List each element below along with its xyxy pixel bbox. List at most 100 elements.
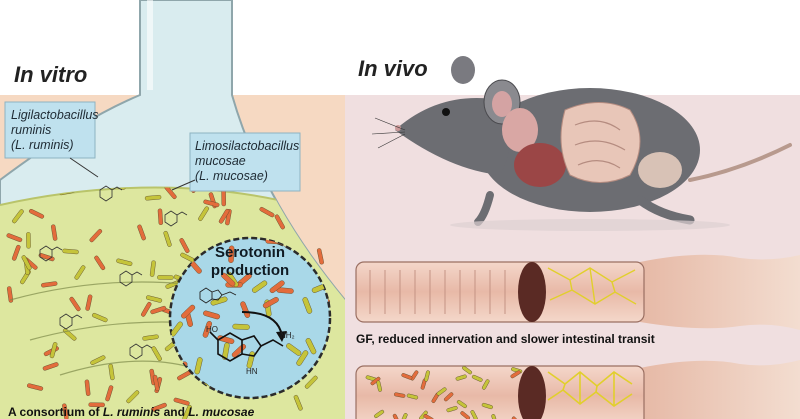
hn-label: HN bbox=[246, 367, 258, 376]
bacterium-rod bbox=[51, 224, 58, 241]
mucosae-label: Limosilactobacillus mucosae (L. mucosae) bbox=[171, 132, 301, 192]
flask-molecules bbox=[39, 185, 188, 360]
bacterium-rod bbox=[423, 414, 434, 419]
bacterium-rod bbox=[198, 206, 209, 221]
colonized-intestine-tube bbox=[355, 365, 645, 419]
ruminis-species: ruminis bbox=[11, 123, 51, 137]
mouse-lung bbox=[502, 108, 538, 152]
bacterium-rod bbox=[41, 281, 58, 288]
bacterium-rod bbox=[232, 323, 250, 330]
mouse-front-leg bbox=[474, 191, 494, 226]
bacterium-rod bbox=[152, 374, 160, 392]
ruminis-abbrev: (L. ruminis) bbox=[11, 138, 74, 152]
ruminis-label: Ligilactobacillus ruminis (L. ruminis) bbox=[4, 101, 99, 178]
bacterium-rod bbox=[179, 238, 190, 254]
bacterium-rod bbox=[137, 224, 146, 241]
bacterium-rod bbox=[84, 379, 91, 396]
bacterium-rod bbox=[94, 255, 106, 271]
bacterium-rod bbox=[203, 310, 221, 320]
bacterium-rod bbox=[116, 258, 133, 266]
bacterium-rod bbox=[259, 207, 275, 218]
production-arrowhead bbox=[276, 331, 287, 342]
bacterium-rod bbox=[424, 370, 430, 382]
mucosae-species: mucosae bbox=[195, 154, 246, 168]
serotonin-title-line1: Serotonin bbox=[215, 244, 285, 261]
bacterium-rod bbox=[90, 355, 106, 365]
bacterium-rod bbox=[49, 342, 58, 359]
bacterium-rod bbox=[157, 208, 164, 225]
bacterium-rod bbox=[374, 409, 385, 419]
bacterium-rod bbox=[462, 365, 473, 375]
bacterium-rod bbox=[221, 272, 236, 287]
bacterium-rod bbox=[286, 343, 302, 356]
bacterium-rod bbox=[305, 338, 317, 355]
mouse-ear-inner bbox=[492, 91, 512, 117]
mouse-ear-back bbox=[451, 56, 475, 84]
bacterium-rod bbox=[251, 280, 268, 293]
bacterium-rod bbox=[222, 342, 230, 360]
bacterium-rod bbox=[210, 296, 228, 306]
bacterium-rod bbox=[26, 232, 31, 249]
mouse-shadow bbox=[450, 219, 730, 231]
bacterium-rod bbox=[481, 402, 493, 410]
serotonin-circle-outline bbox=[168, 236, 332, 400]
bacterium-rod bbox=[181, 304, 196, 319]
bacterium-rod bbox=[164, 187, 177, 200]
in-vivo-title: In vivo bbox=[358, 56, 428, 81]
nh2-label: NH₂ bbox=[280, 331, 295, 340]
colonized-bacteria bbox=[365, 365, 523, 419]
bacterium-rod bbox=[406, 393, 419, 400]
gf-intestine-tube bbox=[355, 261, 645, 323]
bacterium-rod bbox=[141, 301, 152, 317]
bacterium-rod bbox=[151, 346, 162, 362]
mouse-tail bbox=[688, 143, 792, 182]
bacterium-rod bbox=[12, 209, 24, 224]
colonized-lumen bbox=[518, 366, 546, 419]
bacterium-rod bbox=[150, 305, 167, 315]
bacterium-rod bbox=[85, 294, 93, 311]
gf-nerve-network bbox=[547, 267, 637, 305]
serotonin-title-line2: production bbox=[211, 262, 289, 279]
bacterium-rod bbox=[62, 248, 79, 255]
mucosae-abbrev: (L. mucosae) bbox=[195, 169, 268, 183]
ho-label: HO bbox=[206, 325, 218, 334]
bacterium-rod bbox=[446, 406, 458, 413]
colonized-intestine bbox=[355, 360, 800, 419]
consortium-species-a: L. ruminis bbox=[103, 405, 161, 419]
mouse-liver bbox=[514, 143, 566, 187]
ruminis-label-box bbox=[4, 101, 96, 159]
bacterium-rod bbox=[194, 357, 203, 375]
bacterium-rod bbox=[92, 313, 108, 323]
bacterium-rod bbox=[470, 410, 478, 419]
bacterium-rod bbox=[228, 245, 235, 263]
bacterium-rod bbox=[510, 370, 521, 379]
gf-caption: GF, reduced innervation and slower intes… bbox=[356, 332, 655, 346]
bacterium-rod bbox=[436, 387, 447, 396]
ruminis-genus: Ligilactobacillus bbox=[11, 108, 99, 122]
mouse-head bbox=[395, 98, 510, 175]
bacterium-rod bbox=[262, 297, 279, 309]
consortium-and: and bbox=[160, 405, 188, 419]
in-vivo-panel: In vivo bbox=[345, 56, 800, 419]
mucosae-pointer bbox=[171, 179, 196, 191]
bacterium-rod bbox=[105, 385, 114, 402]
bacterium-rod bbox=[316, 248, 324, 265]
mucosae-genus: Limosilactobacillus bbox=[195, 139, 299, 153]
consortium-prefix: A consortium of bbox=[8, 405, 103, 419]
bacterium-rod bbox=[481, 379, 490, 390]
bacterium-rod bbox=[401, 373, 413, 380]
bacterium-rod bbox=[69, 296, 81, 312]
bacterium-rod bbox=[400, 412, 408, 419]
bacterium-rod bbox=[12, 244, 21, 261]
mouse-eye bbox=[442, 108, 450, 116]
bacterium-rod bbox=[274, 214, 285, 230]
bacterium-rod bbox=[146, 295, 163, 303]
bacterium-rod bbox=[38, 253, 55, 262]
bacterium-rod bbox=[149, 260, 156, 277]
mouse-hind-leg bbox=[635, 195, 695, 225]
bacterium-rod bbox=[126, 390, 140, 404]
colonized-nerve-network bbox=[547, 370, 633, 407]
colonized-intestine-tail bbox=[640, 360, 800, 419]
